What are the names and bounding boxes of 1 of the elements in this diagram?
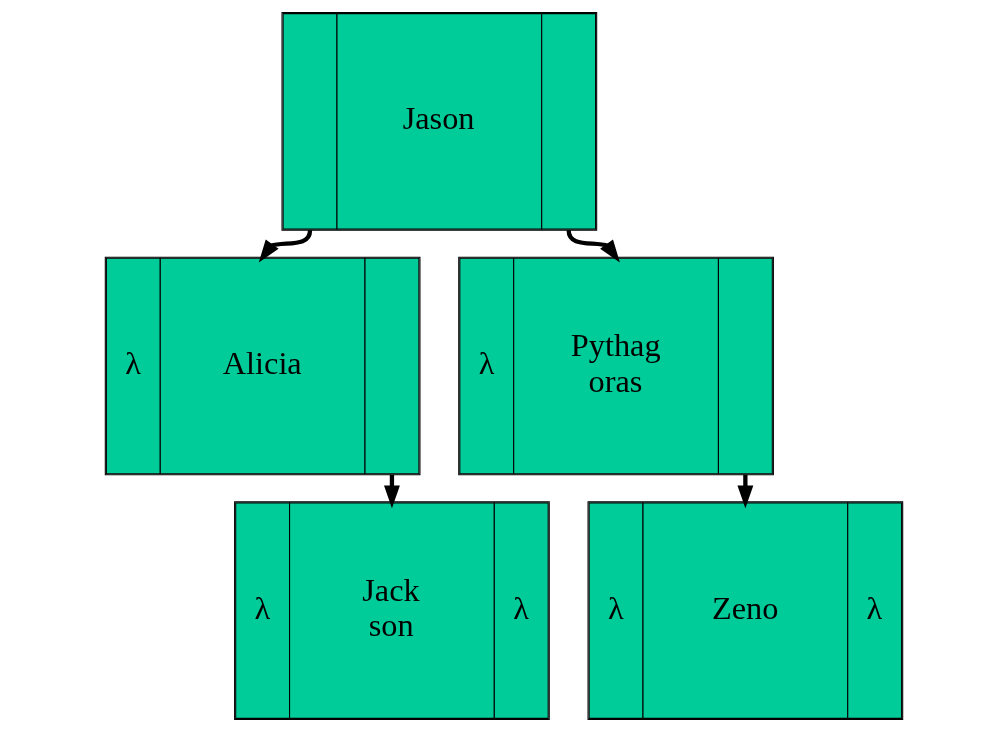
arrow	[736, 474, 753, 509]
